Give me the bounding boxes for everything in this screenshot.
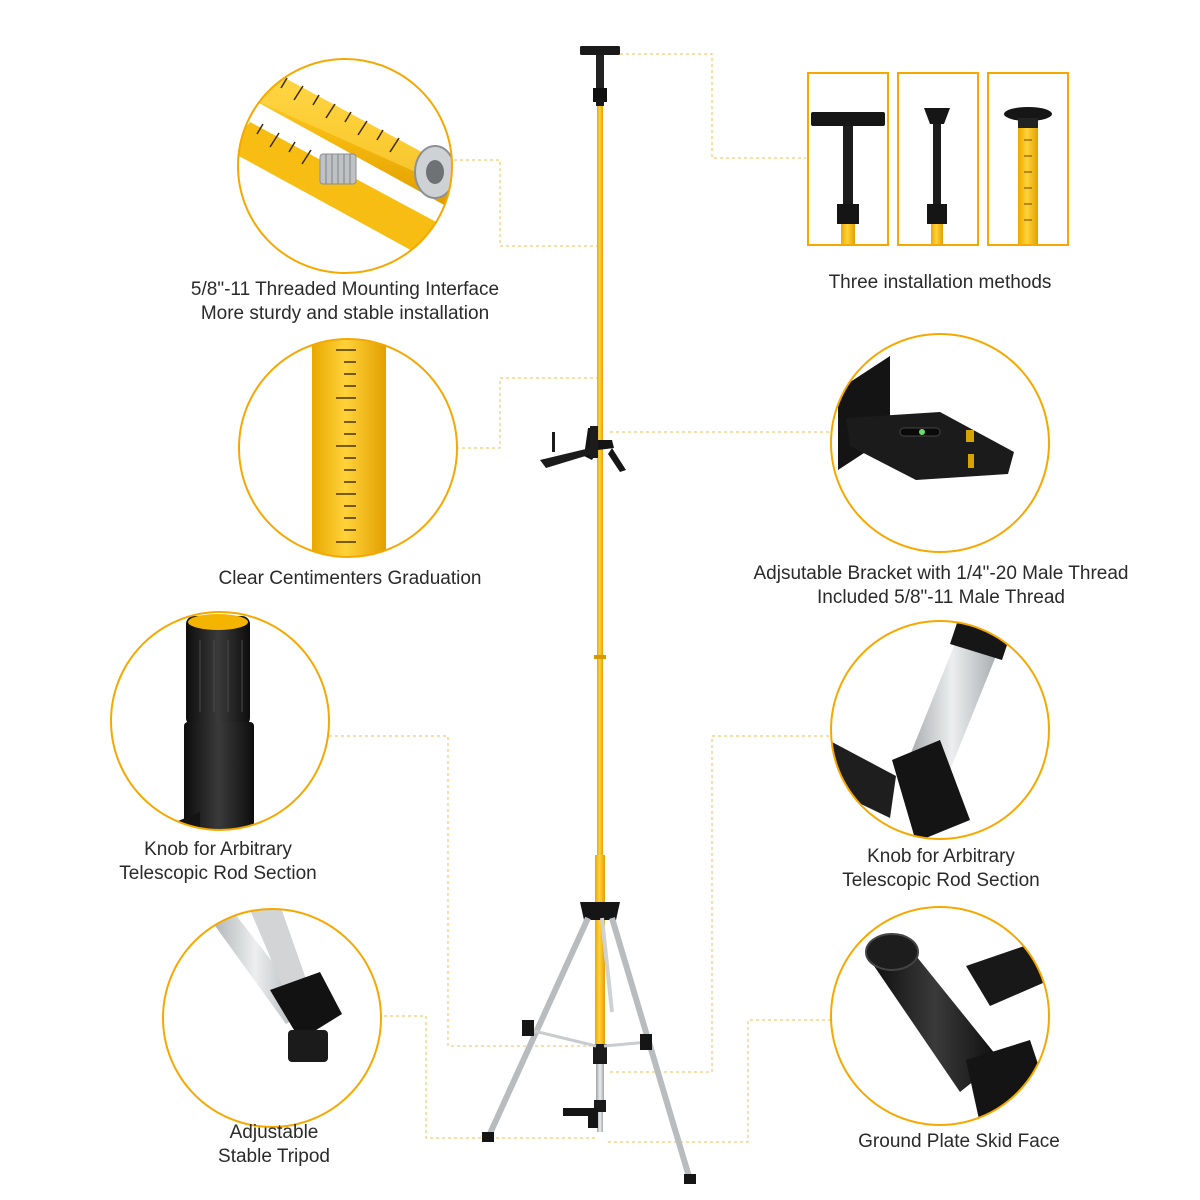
caption-installation-line1: Three installation methods [828,272,1052,293]
bracket-icon [830,333,1050,553]
caption-graduation: Clear Centimenters Graduation [170,567,530,591]
caption-bracket-line1: Adjsutable Bracket with 1/4"-20 Male Thr… [753,563,1129,584]
caption-knob-right-line2: Telescopic Rod Section [842,870,1040,891]
ground-plate-icon [830,906,1050,1126]
caption-tripod: Adjustable Stable Tripod [174,1121,374,1169]
telescopic-knob-icon [830,620,1050,840]
caption-tripod-line1: Adjustable [229,1122,319,1143]
caption-graduation-line1: Clear Centimenters Graduation [218,568,482,589]
caption-tripod-line2: Stable Tripod [218,1146,330,1167]
caption-installation: Three installation methods [800,271,1080,295]
caption-knob-right-line1: Knob for Arbitrary [867,846,1015,867]
caption-threaded-interface: 5/8"-11 Threaded Mounting Interface More… [140,278,550,326]
telescopic-pole [563,46,620,1132]
caption-ground-plate: Ground Plate Skid Face [830,1130,1088,1154]
caption-bracket-line2: Included 5/8"-11 Male Thread [817,587,1065,608]
caption-knob-left-line2: Telescopic Rod Section [119,863,317,884]
caption-threaded-interface-line2: More sturdy and stable installation [200,303,490,324]
leader-lines [329,53,832,1143]
tripod-leg-icon [162,908,382,1128]
caption-knob-left-line1: Knob for Arbitrary [144,839,292,860]
mount-head-icon [807,72,1069,246]
tripod [482,902,696,1184]
rod-knob-icon [110,611,330,831]
caption-knob-left: Knob for Arbitrary Telescopic Rod Sectio… [88,838,348,886]
threaded-rod-end-icon [237,58,453,274]
caption-bracket: Adjsutable Bracket with 1/4"-20 Male Thr… [718,562,1164,610]
caption-knob-right: Knob for Arbitrary Telescopic Rod Sectio… [812,845,1070,893]
graduated-rod-icon [238,338,458,558]
caption-ground-plate-line1: Ground Plate Skid Face [858,1131,1060,1152]
bracket-on-pole [540,426,626,472]
caption-threaded-interface-line1: 5/8"-11 Threaded Mounting Interface [190,279,500,300]
